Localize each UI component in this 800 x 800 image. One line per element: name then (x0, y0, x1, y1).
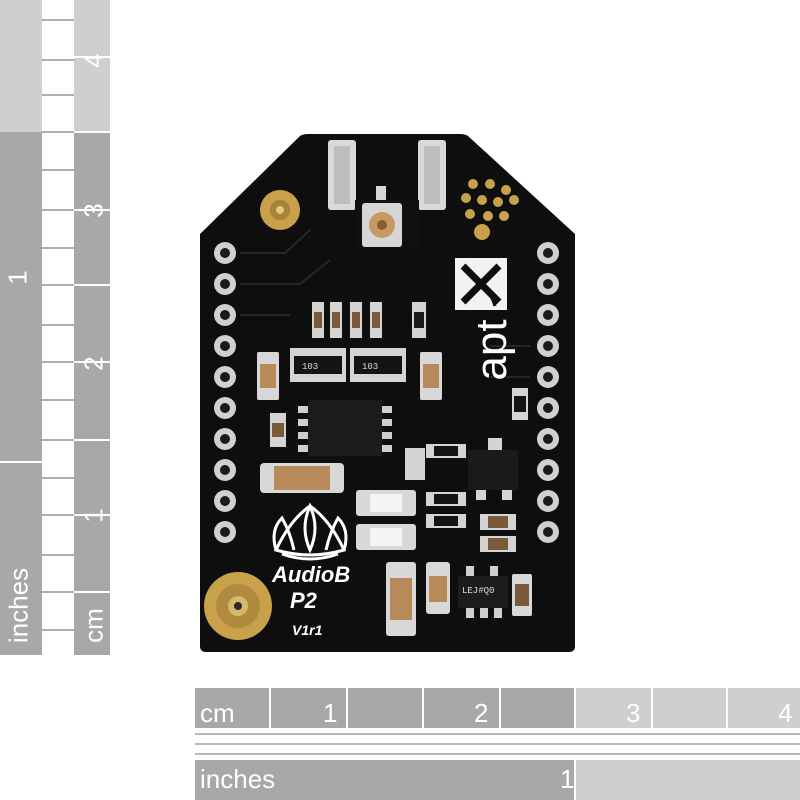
lotus-logo (272, 502, 348, 561)
vertical-ruler (0, 0, 110, 655)
horizontal-ruler (195, 688, 800, 800)
vertical-inch-tick-1: 1 (2, 270, 33, 285)
horizontal-cm-tick-1: 1 (323, 698, 338, 728)
horizontal-cm-tick-3: 3 (626, 698, 641, 728)
vertical-cm-tick-4: 4 (78, 53, 109, 68)
resistor-array-label-1: 103 (302, 362, 319, 372)
resistor-array-label-2: 103 (362, 362, 379, 372)
left-header-pins (214, 242, 236, 543)
circuit-board (200, 134, 575, 652)
lej-chip-label: LEJ#Q0 (462, 586, 495, 596)
board-version: V1r1 (292, 622, 323, 638)
vertical-cm-tick-3: 3 (78, 203, 109, 218)
board-name-line-2: P2 (290, 588, 317, 613)
vertical-cm-tick-2: 2 (78, 356, 109, 371)
board-name-line-1: AudioB (272, 562, 351, 587)
horizontal-inch-tick-1: 1 (560, 764, 575, 794)
right-header-pins (537, 242, 559, 543)
soic-chip (298, 400, 392, 456)
horizontal-inches-label: inches (200, 764, 276, 794)
vertical-cm-tick-1: 1 (78, 508, 109, 523)
vertical-cm-label: cm (78, 608, 109, 643)
horizontal-cm-label: cm (200, 698, 235, 728)
vertical-inches-label: inches (3, 567, 34, 644)
horizontal-cm-tick-4: 4 (778, 698, 793, 728)
brand-logo-text: apt (467, 319, 516, 381)
horizontal-cm-tick-2: 2 (474, 698, 489, 728)
